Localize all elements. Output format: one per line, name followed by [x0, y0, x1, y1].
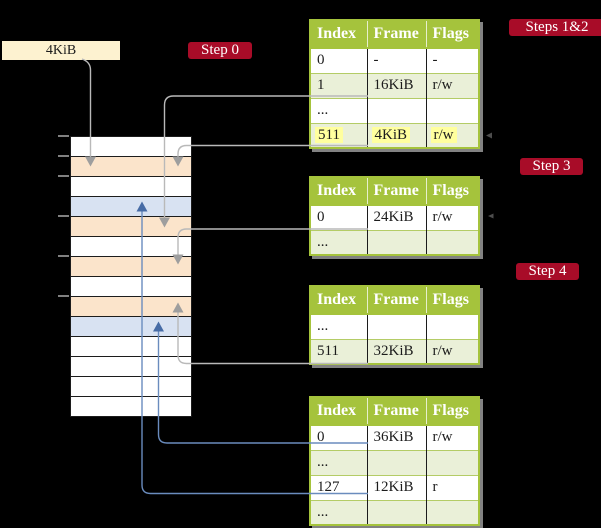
index-cell: ...	[317, 318, 329, 335]
memory-row-free	[71, 177, 191, 197]
column-header-index: Index	[310, 286, 367, 315]
frame-cell: 16KiB	[373, 77, 414, 93]
flags-cell: r/w	[432, 209, 453, 226]
table-header-row: Index Frame Flags	[310, 20, 479, 49]
table-row-highlighted: 511 4KiB r/w	[310, 122, 479, 148]
memory-row-data-page	[71, 317, 191, 337]
table-row: 1 16KiB r/w	[310, 72, 479, 98]
memory-column	[70, 136, 192, 417]
flags-cell: r/w	[432, 429, 453, 446]
address-tick	[58, 255, 69, 257]
address-tick	[58, 155, 69, 157]
frame-cell: -	[373, 52, 379, 69]
column-header-flags: Flags	[425, 177, 479, 206]
flags-cell: r/w	[432, 342, 453, 359]
column-header-flags: Flags	[425, 286, 479, 315]
table-row: ...	[310, 97, 479, 123]
column-header-index: Index	[310, 177, 367, 206]
column-header-flags: Flags	[425, 397, 479, 426]
memory-row-free	[71, 237, 191, 257]
table-row: ...	[310, 229, 479, 255]
table-row: 127 12KiB r	[310, 474, 479, 500]
index-cell: ...	[317, 503, 329, 520]
table-header-row: Index Frame Flags	[310, 177, 479, 206]
index-cell: 511	[315, 126, 343, 143]
flags-cell: r/w	[430, 126, 457, 143]
frame-cell: 32KiB	[373, 342, 414, 359]
memory-row-free	[71, 357, 191, 377]
page-table-24kib: Index Frame Flags ... 511 32KiB r/w	[309, 285, 480, 365]
table-header-row: Index Frame Flags	[310, 286, 479, 315]
memory-row-free	[71, 377, 191, 397]
entry-marker-table2-row0	[488, 213, 494, 219]
address-tick	[58, 295, 69, 297]
flags-cell: -	[432, 52, 438, 69]
table-row: ...	[310, 499, 479, 525]
frame-cell: 36KiB	[373, 429, 414, 446]
index-cell: 511	[317, 342, 339, 359]
memory-row-page-table	[71, 257, 191, 277]
badge-step-3: Step 3	[520, 158, 583, 175]
index-cell: 1	[317, 77, 325, 93]
address-tick	[58, 215, 69, 217]
memory-row-free	[71, 137, 191, 157]
index-cell: 0	[317, 209, 325, 226]
flags-cell: r	[432, 479, 438, 495]
column-header-flags: Flags	[425, 20, 479, 49]
index-cell: ...	[317, 454, 329, 470]
column-header-frame: Frame	[366, 177, 426, 206]
table-row: ...	[310, 449, 479, 475]
column-header-frame: Frame	[366, 397, 426, 426]
memory-row-free	[71, 397, 191, 416]
address-tick	[58, 135, 69, 137]
page-table-32kib: Index Frame Flags 0 36KiB r/w ... 127 12…	[309, 396, 480, 526]
column-header-frame: Frame	[366, 20, 426, 49]
table-row: 511 32KiB r/w	[310, 338, 479, 364]
badge-steps-1-2: Steps 1&2	[509, 19, 601, 36]
memory-row-free	[71, 337, 191, 357]
frame-cell: 24KiB	[373, 209, 414, 226]
table-row: 0 24KiB r/w	[310, 204, 479, 230]
badge-step-4: Step 4	[516, 263, 579, 280]
table-row: 0 - -	[310, 47, 479, 73]
badge-step-0: Step 0	[188, 42, 252, 59]
memory-row-free	[71, 277, 191, 297]
index-cell: 0	[317, 429, 325, 446]
table-header-row: Index Frame Flags	[310, 397, 479, 426]
column-header-index: Index	[310, 397, 367, 426]
index-cell: ...	[317, 233, 329, 250]
memory-row-data-page	[71, 197, 191, 217]
page-table-4kib: Index Frame Flags 0 - - 1 16KiB r/w ... …	[309, 19, 480, 149]
index-cell: 0	[317, 52, 325, 69]
column-header-frame: Frame	[366, 286, 426, 315]
table-row: ...	[310, 313, 479, 339]
frame-cell: 4KiB	[371, 126, 411, 143]
entry-marker-table1-row511	[486, 132, 492, 139]
memory-row-page-table	[71, 217, 191, 237]
column-header-index: Index	[310, 20, 367, 49]
memory-row-page-table	[71, 297, 191, 317]
index-cell: 127	[317, 479, 340, 495]
memory-row-page-table	[71, 157, 191, 177]
table-row: 0 36KiB r/w	[310, 424, 479, 450]
index-cell: ...	[317, 102, 329, 118]
address-tick	[58, 175, 69, 177]
frame-size-label: 4KiB	[2, 41, 120, 60]
page-table-16kib: Index Frame Flags 0 24KiB r/w ...	[309, 176, 480, 256]
flags-cell: r/w	[432, 77, 453, 93]
frame-cell: 12KiB	[373, 479, 414, 495]
